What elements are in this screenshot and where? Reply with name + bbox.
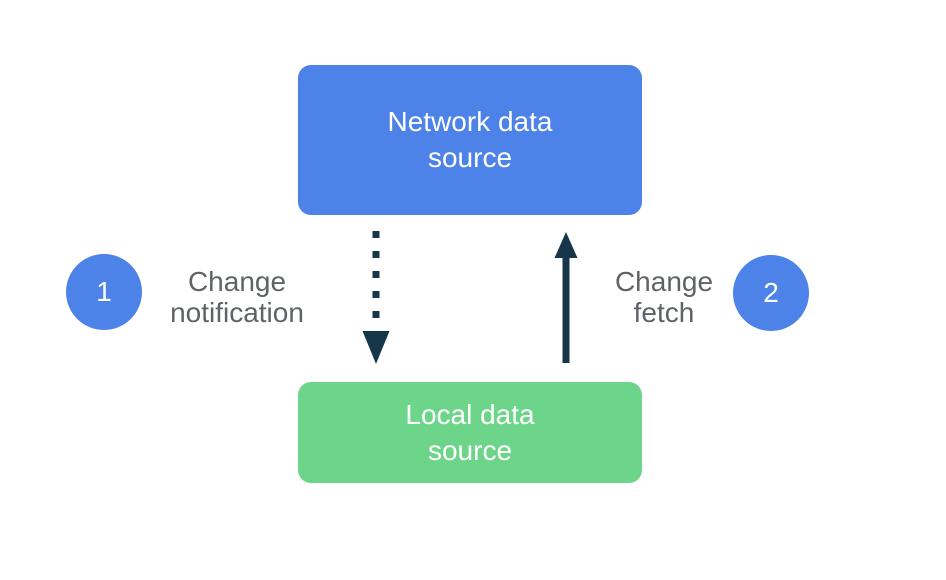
change-fetch-label: Change fetch <box>614 266 714 328</box>
network-data-source-node: Network data source <box>298 65 642 215</box>
step-2-number: 2 <box>763 277 779 308</box>
step-2-badge: 2 <box>733 255 809 331</box>
network-data-source-label: Network data source <box>387 106 553 173</box>
change-fetch-arrow-icon <box>554 232 578 363</box>
local-data-source-node: Local data source <box>298 382 642 483</box>
change-notification-arrow-icon <box>362 231 390 364</box>
local-data-source-label: Local data source <box>405 398 535 466</box>
change-notification-label: Change notification <box>170 266 304 328</box>
step-1-badge: 1 <box>66 254 142 330</box>
step-1-number: 1 <box>96 276 112 307</box>
